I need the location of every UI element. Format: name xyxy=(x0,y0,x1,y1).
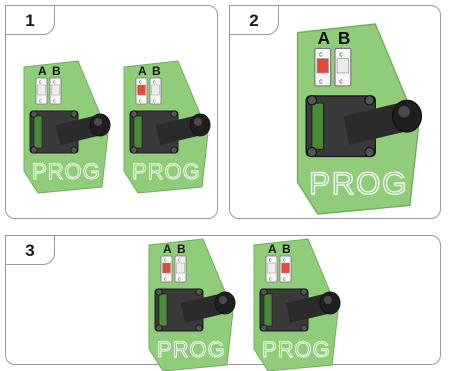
svg-text:c: c xyxy=(39,99,42,105)
step-number-tab: 2 xyxy=(229,5,279,35)
prog-silkscreen: PROG xyxy=(132,159,201,184)
svg-text:c: c xyxy=(139,80,142,86)
switch-b-label: B xyxy=(152,64,161,78)
svg-text:c: c xyxy=(153,80,156,86)
screw-icon xyxy=(195,324,203,332)
screw-icon xyxy=(130,110,138,118)
switch-side-plate xyxy=(33,115,43,149)
screw-icon xyxy=(130,146,138,154)
knob-highlight xyxy=(194,118,202,126)
svg-text:c: c xyxy=(153,99,156,105)
screw-icon xyxy=(260,324,268,332)
svg-text:c: c xyxy=(283,258,286,264)
step-number-tab: 1 xyxy=(5,5,55,35)
screw-icon xyxy=(300,324,308,332)
prog-silkscreen: PROG xyxy=(32,159,101,184)
knob-highlight xyxy=(219,296,227,304)
switch-b: cc xyxy=(334,47,352,87)
step-number: 1 xyxy=(25,11,35,30)
switch-a-label: A xyxy=(138,64,147,78)
screw-icon xyxy=(306,95,318,106)
switch-b-label: B xyxy=(52,64,61,78)
switch-a: cc xyxy=(314,47,332,87)
screw-icon xyxy=(155,324,163,332)
screw-icon xyxy=(364,95,375,106)
switch-a-label: A xyxy=(268,242,277,256)
screw-icon xyxy=(170,110,178,118)
svg-text:c: c xyxy=(139,99,142,105)
screw-icon xyxy=(364,146,375,158)
screw-icon xyxy=(70,146,78,154)
screw-icon xyxy=(306,146,318,158)
step-number: 3 xyxy=(25,241,35,260)
switch-side-plate xyxy=(311,102,324,150)
svg-text:c: c xyxy=(164,277,167,283)
svg-text:c: c xyxy=(164,258,167,264)
switch-b-label: B xyxy=(177,242,186,256)
switch-b: cc xyxy=(174,255,187,283)
switch-b: cc xyxy=(279,255,292,283)
switch-b-label: B xyxy=(338,28,350,48)
screw-icon xyxy=(170,146,178,154)
switch-side-plate xyxy=(158,293,168,327)
switch-a: cc xyxy=(135,77,148,105)
screw-icon xyxy=(195,288,203,296)
knob-highlight xyxy=(398,106,410,118)
prog-silkscreen: PROG xyxy=(157,337,226,362)
screw-icon xyxy=(300,288,308,296)
svg-text:c: c xyxy=(319,49,323,58)
svg-text:c: c xyxy=(269,258,272,264)
switch-side-plate xyxy=(133,115,143,149)
switch-a: cc xyxy=(35,77,48,105)
prog-silkscreen: PROG xyxy=(309,165,408,201)
switch-b: cc xyxy=(149,77,162,105)
screw-icon xyxy=(70,110,78,118)
svg-text:c: c xyxy=(283,277,286,283)
switch-a: cc xyxy=(160,255,173,283)
svg-text:c: c xyxy=(53,80,56,86)
svg-text:c: c xyxy=(53,99,56,105)
step-number-tab: 3 xyxy=(5,235,55,265)
knob-highlight xyxy=(324,296,332,304)
switch-a: cc xyxy=(265,255,278,283)
switch-side-plate xyxy=(263,293,273,327)
step-number: 2 xyxy=(249,11,259,30)
screw-icon xyxy=(155,288,163,296)
svg-text:c: c xyxy=(269,277,272,283)
svg-text:c: c xyxy=(39,80,42,86)
svg-text:c: c xyxy=(178,258,181,264)
switch-a-label: A xyxy=(163,242,172,256)
screw-icon xyxy=(30,110,38,118)
switch-b: cc xyxy=(49,77,62,105)
screw-icon xyxy=(260,288,268,296)
svg-text:c: c xyxy=(339,77,343,86)
svg-text:c: c xyxy=(339,49,343,58)
svg-text:c: c xyxy=(319,77,323,86)
svg-text:c: c xyxy=(178,277,181,283)
switch-a-label: A xyxy=(318,28,331,48)
prog-silkscreen: PROG xyxy=(262,337,331,362)
knob-highlight xyxy=(94,118,102,126)
switch-a-label: A xyxy=(38,64,47,78)
screw-icon xyxy=(30,146,38,154)
switch-b-label: B xyxy=(282,242,291,256)
